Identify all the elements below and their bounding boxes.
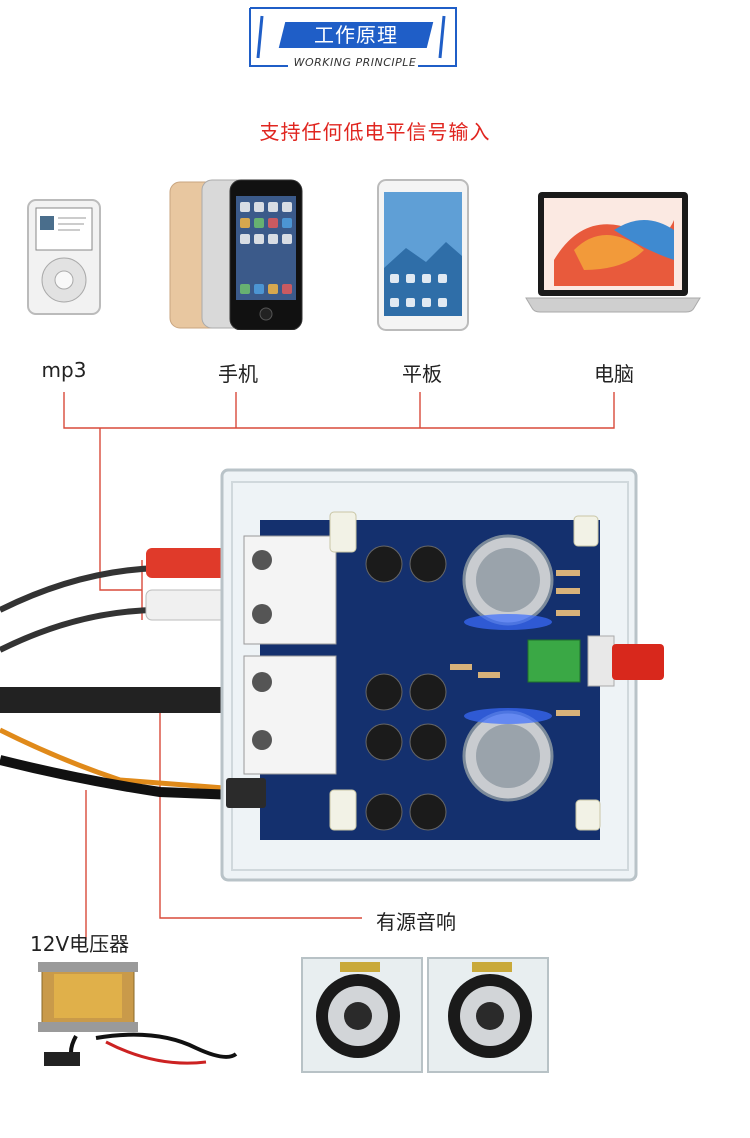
amplifier-board [0, 468, 664, 882]
device-label-tablet: 平板 [402, 362, 442, 386]
caption-transformer: 12V电压器 [30, 932, 130, 956]
speakers-icon [301, 957, 549, 1073]
smartphone-icon [169, 179, 303, 330]
device-label-laptop: 电脑 [594, 362, 634, 386]
tablet-icon [377, 179, 469, 331]
banner-frame [249, 7, 457, 67]
device-label-phone: 手机 [218, 362, 258, 386]
transformer-icon [38, 962, 238, 1066]
laptop-icon [525, 192, 701, 313]
mp3-player-icon [27, 199, 101, 315]
banner-subtitle: WORKING PRINCIPLE [293, 56, 417, 69]
headline: 支持任何低电平信号输入 [259, 120, 491, 144]
caption-speakers: 有源音响 [376, 910, 456, 934]
device-label-mp3: mp3 [41, 358, 87, 382]
